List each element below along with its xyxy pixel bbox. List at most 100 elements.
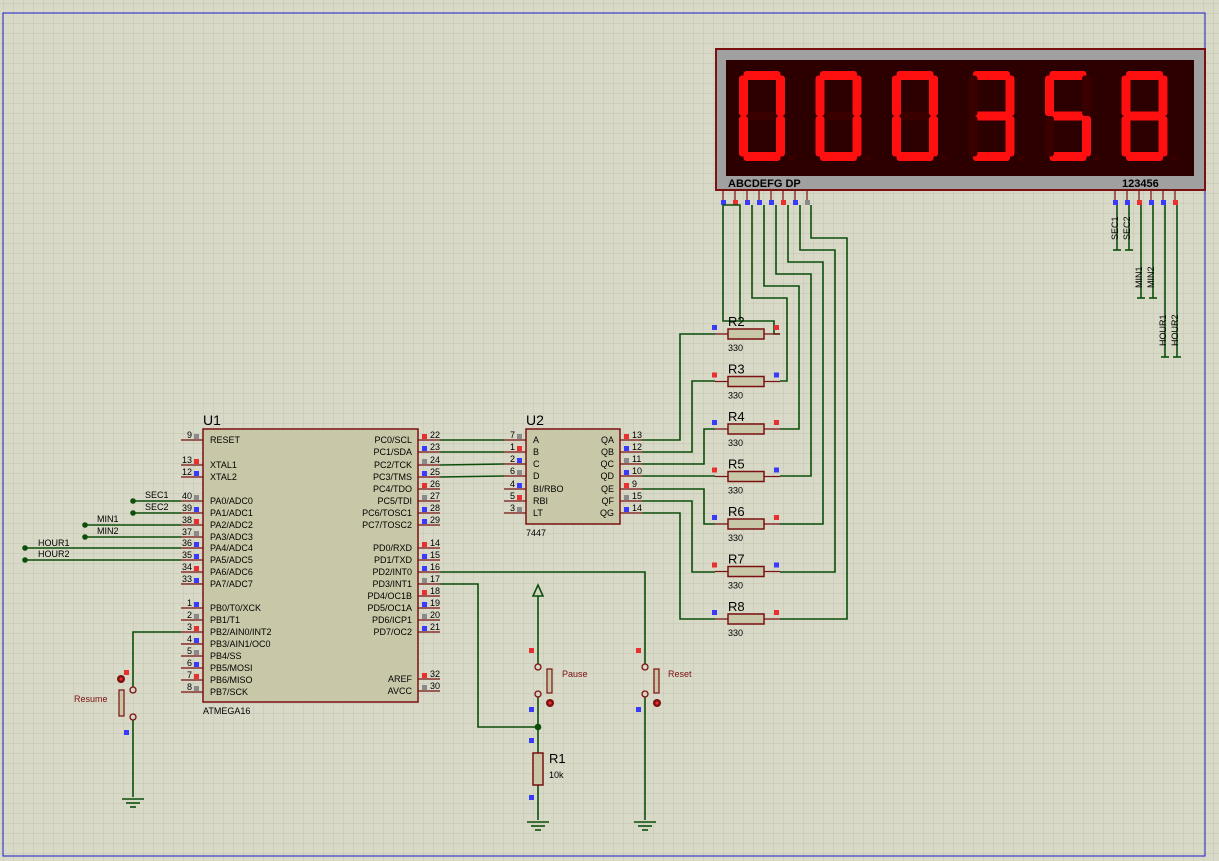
net-label-hour2-display: HOUR2 [1170,314,1180,346]
svg-text:PD0/RXD: PD0/RXD [373,543,413,553]
svg-text:A: A [533,435,539,445]
resistor-value: 330 [728,628,743,638]
net-label-hour2: HOUR2 [38,549,70,559]
svg-text:37: 37 [182,527,192,537]
segment-b [1082,75,1091,116]
segment-b [852,75,862,116]
svg-text:D: D [533,471,540,481]
svg-text:PD3/INT1: PD3/INT1 [372,579,412,589]
segment-b [1005,75,1015,116]
segment-c [929,116,938,157]
svg-text:9: 9 [187,430,192,440]
svg-text:PB7/SCK: PB7/SCK [210,687,248,697]
resistor-ref: R4 [728,409,745,424]
svg-text:18: 18 [430,586,440,596]
net-labels: SEC1 SEC2 MIN1 MIN2 HOUR1 HOUR2 SEC1 SEC… [38,216,1180,559]
svg-text:25: 25 [430,467,440,477]
net-label-sec1-display: SEC1 [1110,216,1120,240]
svg-text:5: 5 [187,646,192,656]
segment-f [815,75,825,116]
svg-text:PC1/SDA: PC1/SDA [373,447,412,457]
segment-d [896,152,934,161]
resistor-value: 330 [728,533,743,543]
net-label-min2: MIN2 [97,526,119,536]
svg-text:PA1/ADC1: PA1/ADC1 [210,508,253,518]
reset-button[interactable]: Reset [636,648,692,712]
svg-text:22: 22 [430,430,440,440]
segment-c [1158,116,1168,157]
svg-text:PD2/INT0: PD2/INT0 [372,567,412,577]
resistor-ref: R5 [728,457,745,472]
u2-ref: U2 [526,412,544,428]
pause-button[interactable]: Pause [529,648,588,712]
svg-text:C: C [533,459,540,469]
segment-d [973,152,1010,161]
segment-c [1005,116,1015,157]
digit-4 [968,71,1024,161]
segment-g [973,111,1010,121]
svg-text:36: 36 [182,538,192,548]
svg-text:PA2/ADC2: PA2/ADC2 [210,520,253,530]
svg-text:3: 3 [187,622,192,632]
power-terminal-icon [531,583,545,606]
segment-c [852,116,862,157]
ground-icon [122,798,144,808]
svg-text:PC3/TMS: PC3/TMS [373,472,412,482]
decimal-point [864,155,871,161]
seven-segment-display[interactable]: ABCDEFG DP 123456 [715,48,1206,191]
segment-d [743,152,781,161]
svg-text:26: 26 [430,479,440,489]
svg-text:PB2/AIN0/INT2: PB2/AIN0/INT2 [210,627,272,637]
digit-3 [892,71,947,161]
decimal-point [1170,155,1177,161]
svg-text:PB5/MOSI: PB5/MOSI [210,663,253,673]
svg-text:1: 1 [187,598,192,608]
svg-text:PD6/ICP1: PD6/ICP1 [372,615,412,625]
svg-text:16: 16 [430,562,440,572]
digit-6 [1121,71,1177,161]
resistor-ref: R2 [728,314,745,329]
segment-e [968,116,978,157]
svg-text:PA3/ADC3: PA3/ADC3 [210,532,253,542]
ground-icon [527,821,549,831]
resume-button[interactable]: Resume [74,670,137,735]
svg-text:9: 9 [632,479,637,489]
segment-f [968,75,978,116]
decimal-point [941,155,947,161]
svg-text:15: 15 [632,491,642,501]
u1-ref: U1 [203,412,221,428]
svg-text:PA7/ADC7: PA7/ADC7 [210,579,253,589]
svg-text:PB6/MISO: PB6/MISO [210,675,253,685]
segment-e [1045,116,1054,157]
resistor-r1[interactable]: R1 10k [529,738,566,800]
